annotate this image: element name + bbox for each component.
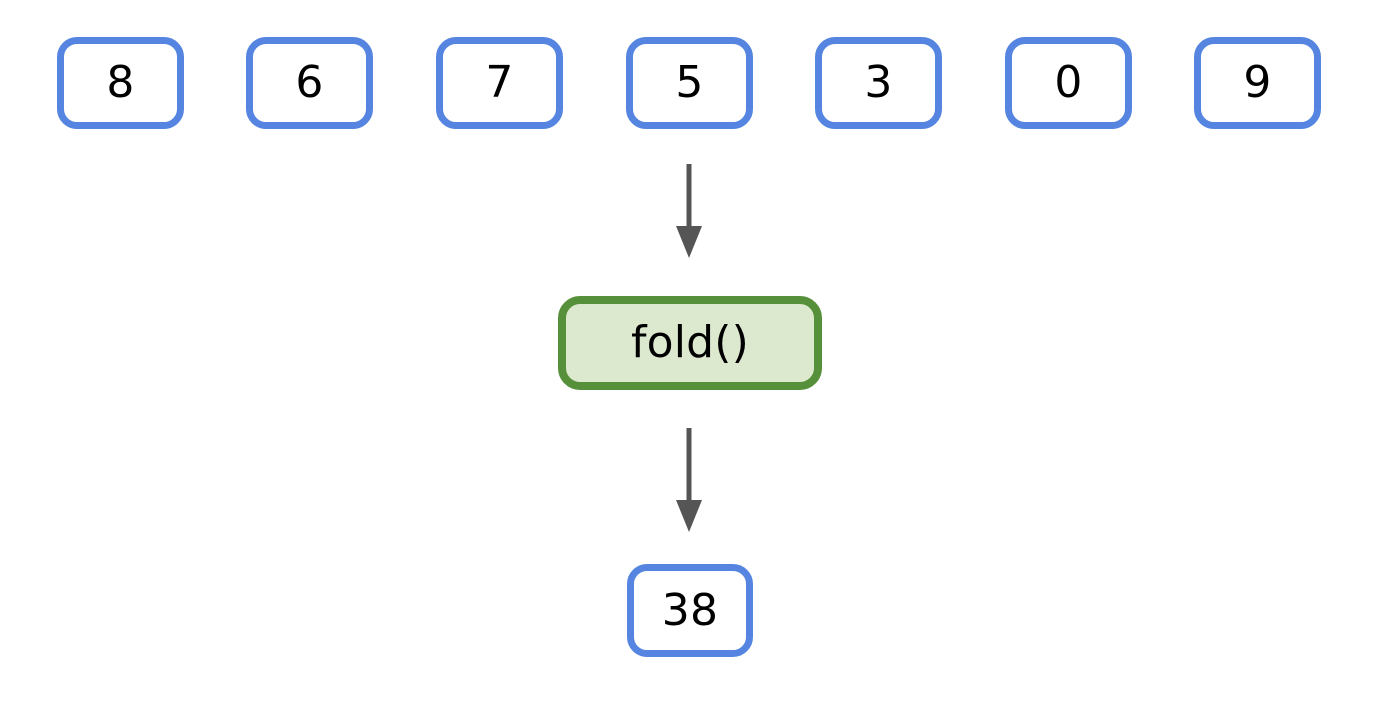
input-node-5[interactable]: 0: [1005, 37, 1132, 129]
operation-node-fold[interactable]: fold(): [558, 296, 822, 390]
input-node-1[interactable]: 6: [246, 37, 373, 129]
result-node[interactable]: 38: [627, 564, 753, 657]
result-node-label: 38: [661, 584, 719, 636]
input-node-label: 5: [675, 57, 704, 108]
input-node-0[interactable]: 8: [57, 37, 184, 129]
input-node-label: 9: [1243, 57, 1272, 108]
input-node-2[interactable]: 7: [436, 37, 563, 129]
input-node-label: 3: [864, 57, 893, 108]
input-node-label: 8: [106, 57, 135, 108]
input-node-6[interactable]: 9: [1194, 37, 1321, 129]
input-node-4[interactable]: 3: [815, 37, 942, 129]
input-node-label: 7: [485, 57, 514, 108]
input-node-3[interactable]: 5: [626, 37, 753, 129]
input-node-label: 6: [295, 57, 324, 108]
operation-node-label: fold(): [630, 317, 750, 368]
arrow-input-to-fold: [676, 164, 702, 258]
input-node-label: 0: [1054, 57, 1083, 108]
arrow-fold-to-result: [676, 428, 702, 532]
